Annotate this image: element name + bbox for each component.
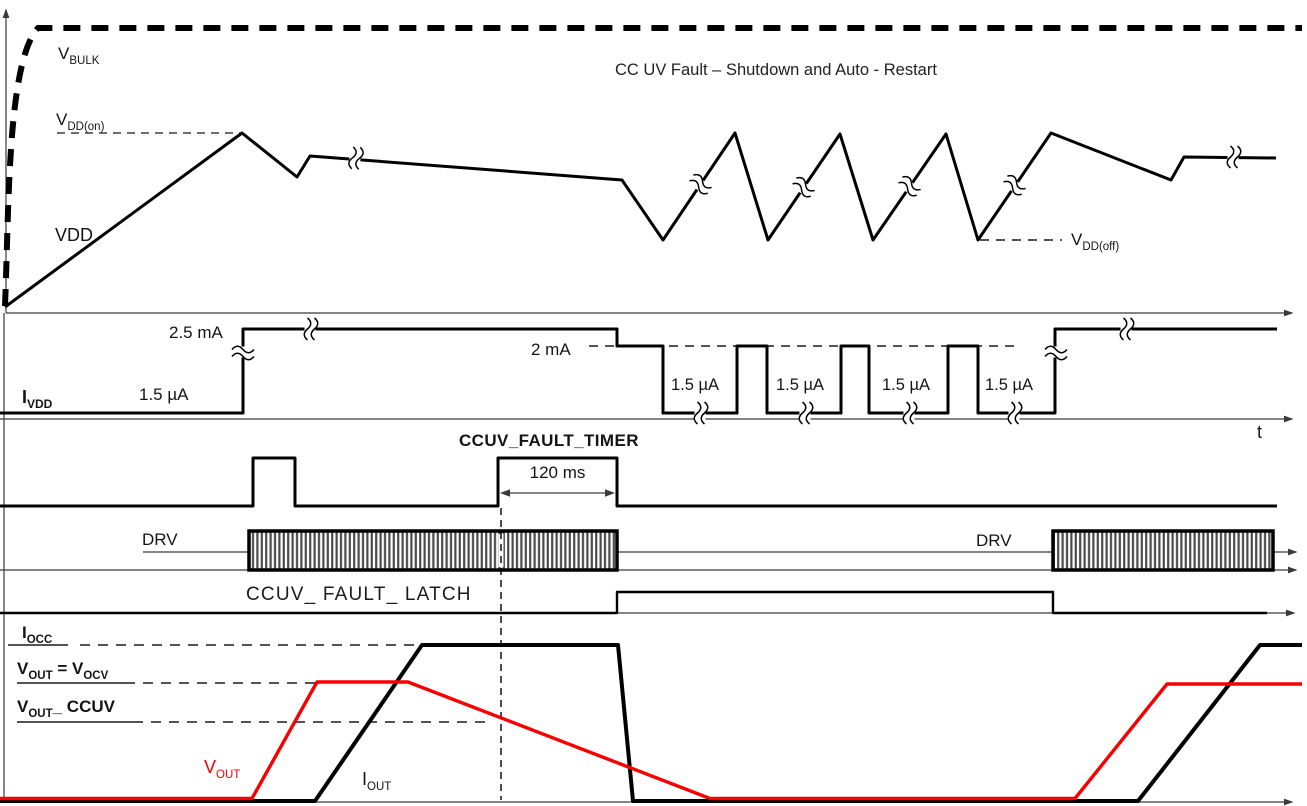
vdd-off-label: VDD(off): [1071, 230, 1120, 253]
ivdd-sleep-level-label: 1.5 µA: [139, 385, 189, 404]
ivdd-dip-label-2: 1.5 µA: [776, 376, 825, 394]
drv-label-right: DRV: [976, 531, 1012, 550]
drv-label-left: DRV: [142, 530, 178, 549]
latch-trace: [0, 590, 1267, 615]
ivdd-fault-level-label: 2 mA: [531, 340, 571, 359]
vbulk-trace: [2, 25, 1302, 307]
duration-arrow: [500, 489, 615, 497]
ivdd-dip-label-3: 1.5 µA: [882, 376, 931, 394]
vout-ccuv-label: VOUT_ CCUV: [17, 697, 115, 720]
vbulk-label: VBULK: [58, 44, 100, 67]
drv-burst-blocks: [247, 529, 1275, 572]
time-axis-label: t: [1257, 422, 1263, 442]
vout-trace: [0, 680, 1302, 801]
iout-label: IOUT: [362, 769, 392, 793]
ccuv-fault-timer-label: CCUV_FAULT_TIMER: [459, 431, 639, 450]
ivdd-run-level-label: 2.5 mA: [169, 323, 223, 342]
vdd-trace: [4, 131, 1277, 309]
vout-equals-vocv-label: VOUT = VOCV: [17, 659, 109, 682]
timer-duration-label: 120 ms: [529, 463, 586, 482]
ivdd-dip-label-1: 1.5 µA: [671, 376, 720, 394]
axes: [0, 8, 1298, 806]
reference-levels: [8, 132, 1062, 723]
ivdd-dip-label-4: 1.5 µA: [985, 376, 1034, 394]
ivdd-label: IVDD: [22, 387, 53, 411]
ccuv-fault-latch-label: CCUV_ FAULT_ LATCH: [246, 584, 472, 605]
vdd-on-label: VDD(on): [56, 110, 105, 133]
timer-trace: [0, 456, 1277, 508]
iocc-label: IOCC: [22, 623, 53, 646]
vout-label: VOUT: [204, 757, 241, 781]
diagram-title: CC UV Fault – Shutdown and Auto - Restar…: [615, 61, 937, 79]
iout-trace: [0, 643, 1302, 803]
vdd-label: VDD: [55, 225, 94, 245]
